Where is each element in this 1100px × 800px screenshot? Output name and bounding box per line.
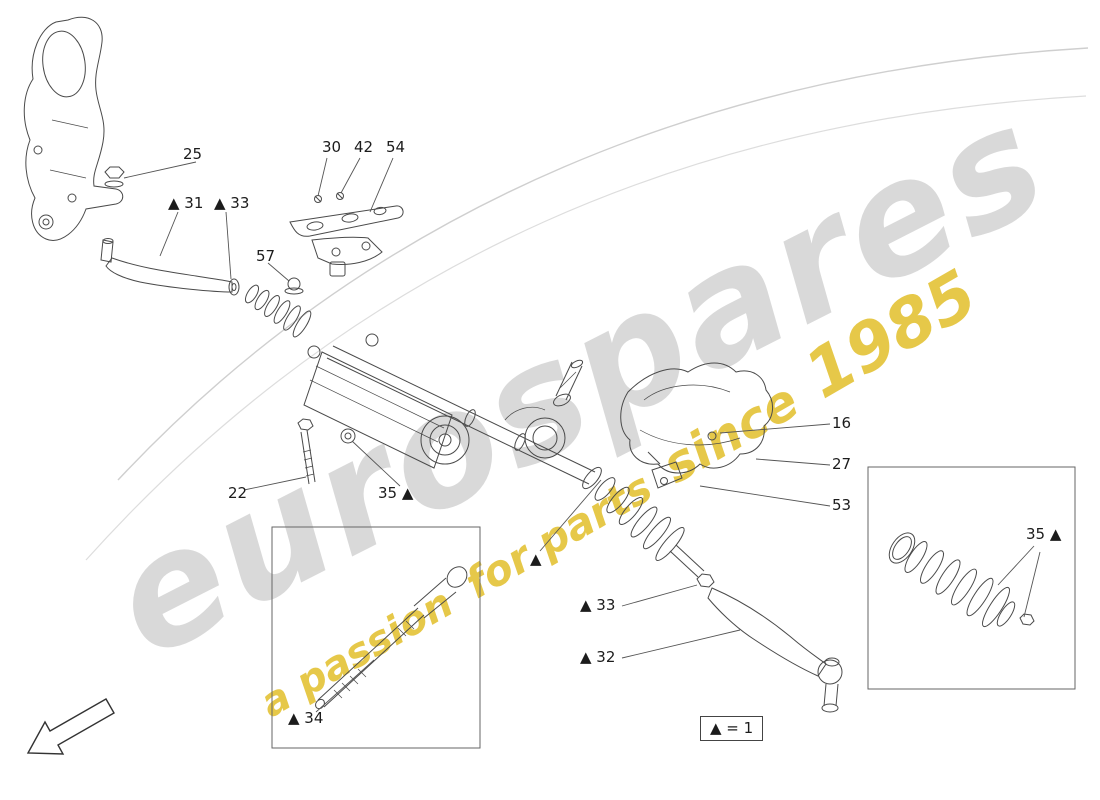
callout-53[interactable]: 53 <box>832 496 852 514</box>
callout-31[interactable]: ▲ 31 <box>168 194 204 212</box>
inset-steering-boot <box>868 467 1075 689</box>
callout-16[interactable]: 16 <box>832 414 852 432</box>
callout-30[interactable]: 30 <box>322 138 342 156</box>
callout-33-lower[interactable]: ▲ 33 <box>580 596 616 614</box>
rack-housing-drawing <box>304 334 595 484</box>
callout-27[interactable]: 27 <box>832 455 852 473</box>
mounting-bracket-drawing <box>290 193 403 277</box>
tie-rod-end-left-drawing <box>101 239 303 296</box>
inset-inner-tie-rod <box>272 527 480 748</box>
direction-arrow-icon <box>28 699 114 754</box>
callout-22[interactable]: 22 <box>228 484 248 502</box>
callout-57[interactable]: 57 <box>256 247 276 265</box>
callout-42[interactable]: 42 <box>354 138 374 156</box>
callout-33-upper[interactable]: ▲ 33 <box>214 194 250 212</box>
swoosh-curves <box>86 48 1088 560</box>
legend-box: ▲ = 1 <box>700 716 764 741</box>
tie-rod-end-right-drawing <box>579 465 842 712</box>
steering-knuckle-drawing <box>24 17 122 240</box>
nut-25-drawing <box>105 167 124 187</box>
legend-text: ▲ = 1 <box>710 719 754 737</box>
left-boot-bellows-drawing <box>243 283 314 339</box>
callout-54[interactable]: 54 <box>386 138 406 156</box>
callout-35-inset[interactable]: 35 ▲ <box>1026 525 1062 543</box>
callout-35-center[interactable]: 35 ▲ <box>378 484 414 502</box>
callout-34[interactable]: ▲ 34 <box>288 709 324 727</box>
callout-triangle[interactable]: ▲ <box>530 550 542 568</box>
leader-lines <box>124 158 1040 712</box>
bolt-22-drawing <box>298 419 315 484</box>
callout-32[interactable]: ▲ 32 <box>580 648 616 666</box>
heat-shield-drawing <box>621 363 773 488</box>
callout-25[interactable]: 25 <box>183 145 203 163</box>
